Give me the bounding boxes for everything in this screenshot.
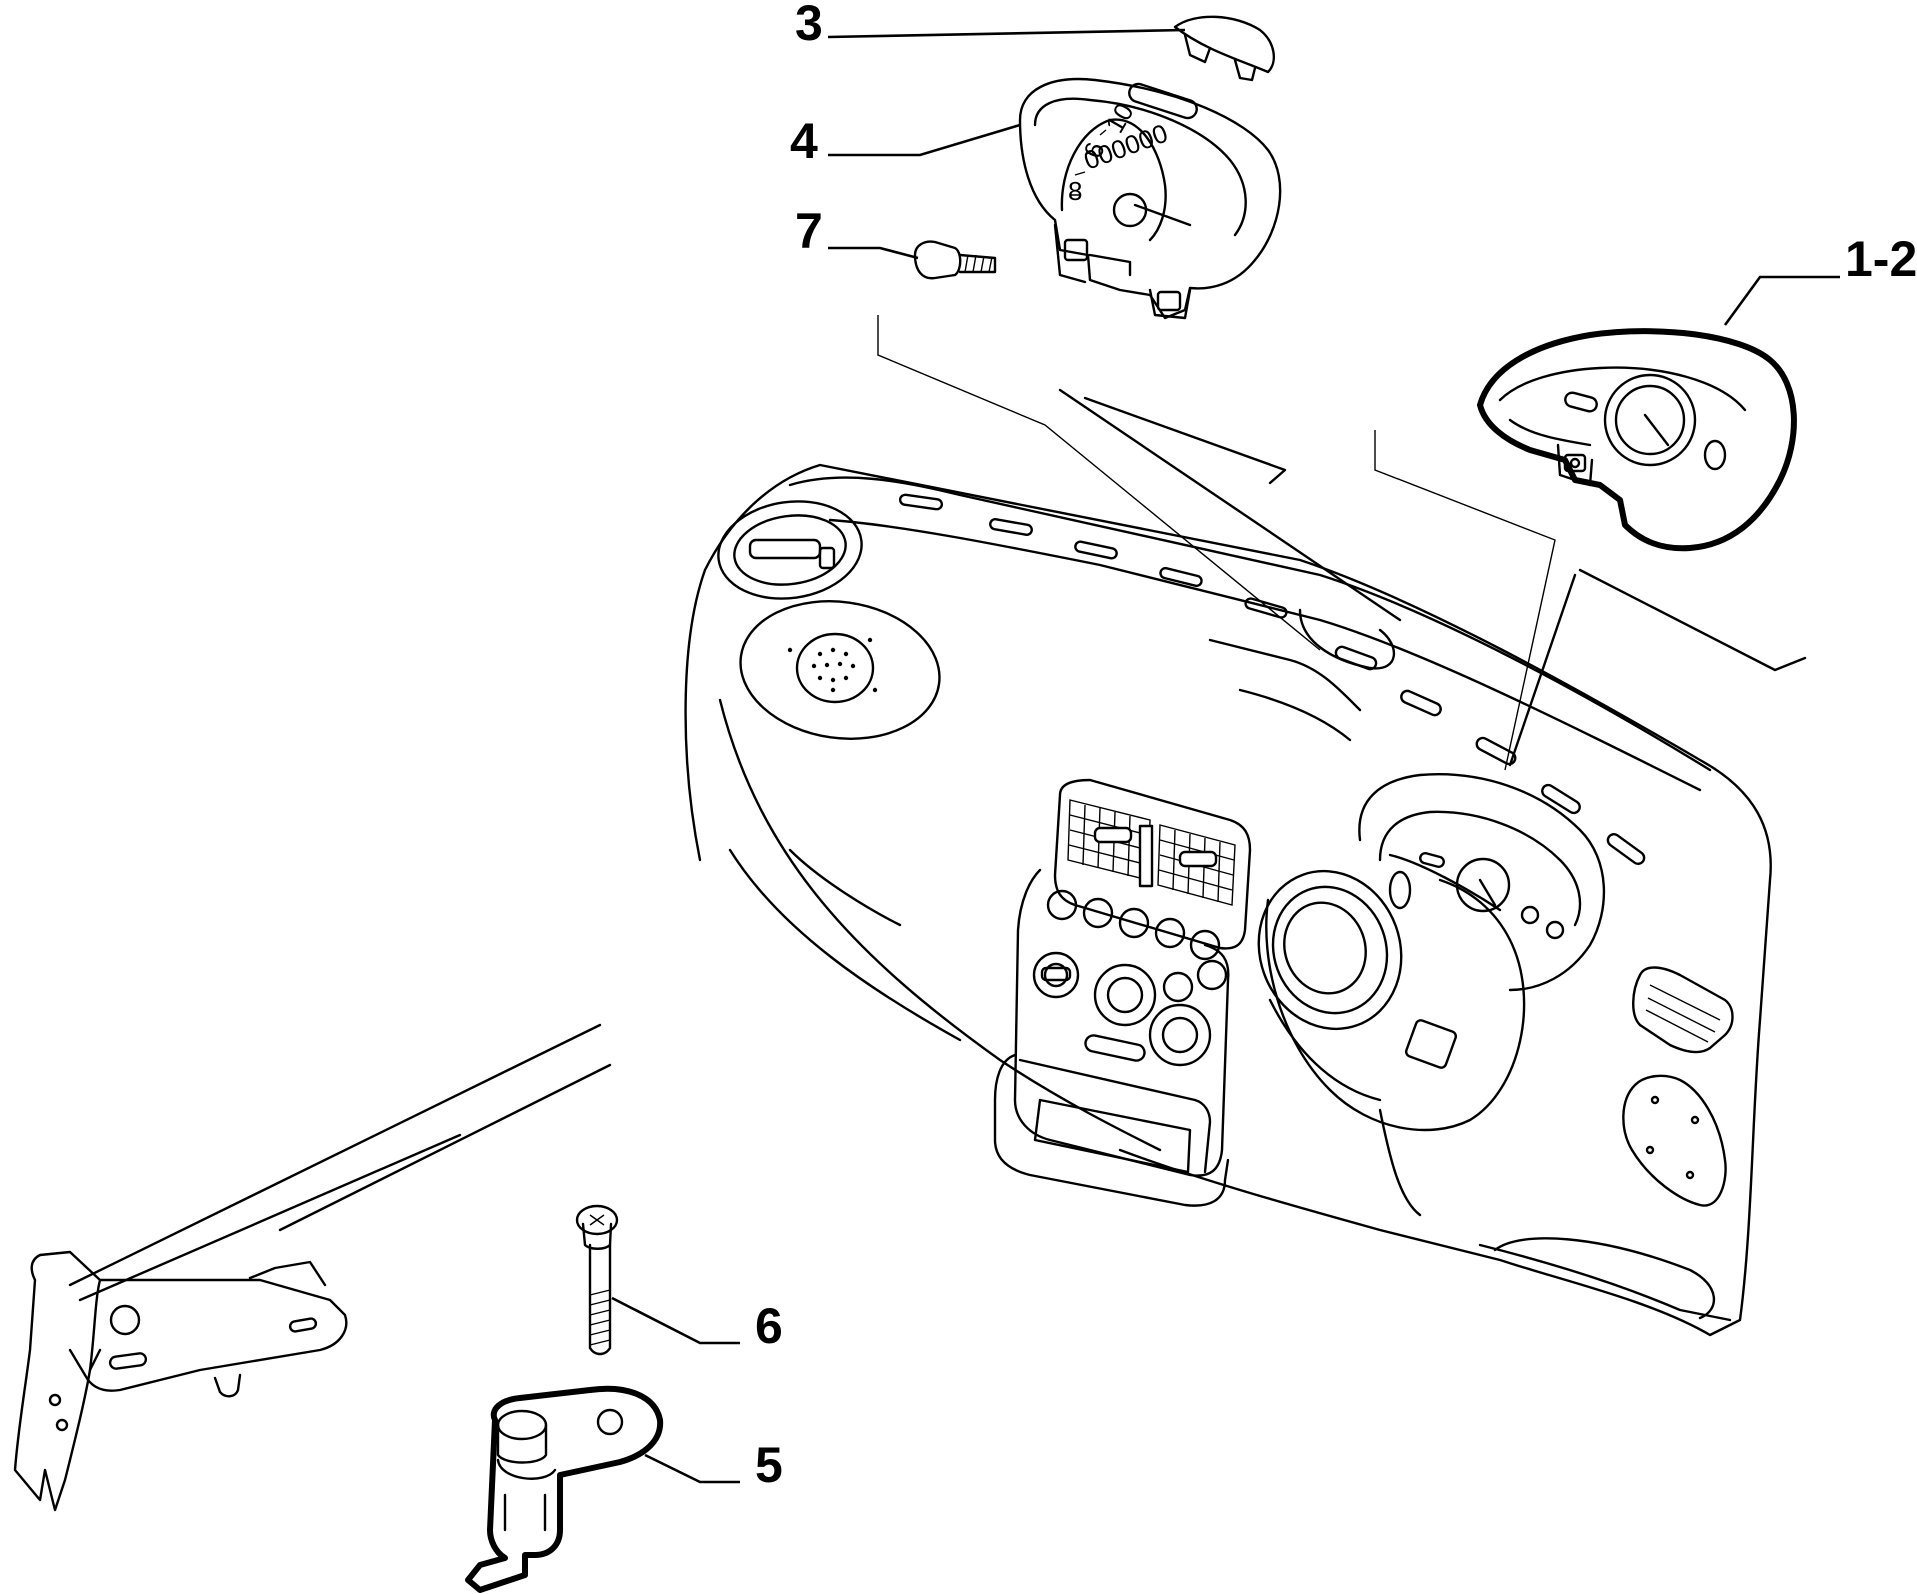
center-air-vents bbox=[1067, 799, 1236, 906]
leader-5 bbox=[644, 1453, 740, 1484]
speaker-grille bbox=[787, 637, 878, 693]
part-7-screw bbox=[913, 240, 997, 280]
callout-4: 4 bbox=[790, 113, 818, 169]
leader-3 bbox=[827, 28, 1186, 39]
mounting-bracket bbox=[13, 1023, 612, 1512]
leader-4 bbox=[828, 123, 1021, 157]
control-knobs bbox=[1032, 889, 1228, 1067]
callout-7: 7 bbox=[795, 203, 823, 259]
callout-5: 5 bbox=[755, 1437, 783, 1493]
leader-6 bbox=[611, 1296, 740, 1345]
leader-7 bbox=[828, 246, 919, 260]
part-5-door-switch bbox=[465, 1385, 664, 1593]
leader-1-2 bbox=[1723, 275, 1840, 326]
part-3-cover-cap bbox=[1173, 15, 1276, 82]
part-4-instrument-cluster: 8 6 10 000000 bbox=[1018, 77, 1282, 320]
part-1-2-instrument-cluster bbox=[1477, 328, 1797, 552]
dial-number-8: 8 bbox=[1068, 176, 1082, 206]
dashboard-panel bbox=[684, 315, 1807, 1337]
callout-6: 6 bbox=[755, 1298, 783, 1354]
callout-1-2: 1-2 bbox=[1845, 231, 1917, 287]
part-6-bolt bbox=[575, 1204, 619, 1356]
callout-3: 3 bbox=[795, 0, 823, 51]
